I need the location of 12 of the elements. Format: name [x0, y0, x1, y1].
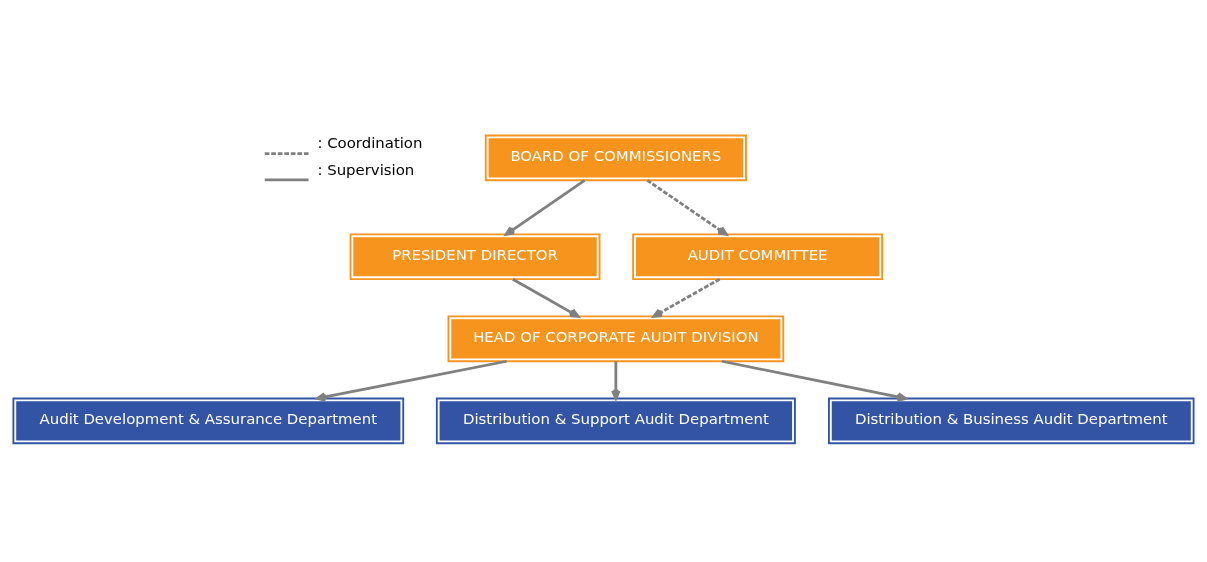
node-box: HEAD OF CORPORATE AUDIT DIVISION	[447, 315, 785, 363]
arrow	[646, 179, 728, 236]
legend-label: : Supervision	[317, 160, 415, 179]
arrow	[512, 277, 580, 318]
node-box: PRESIDENT DIRECTOR	[349, 233, 601, 281]
arrow	[504, 179, 586, 236]
arrow	[721, 359, 907, 402]
arrow	[611, 361, 621, 400]
node-box: Audit Development & Assurance Department	[12, 397, 405, 445]
arrow	[316, 359, 507, 402]
arrow	[652, 277, 721, 318]
legend-label: : Coordination	[317, 134, 423, 153]
